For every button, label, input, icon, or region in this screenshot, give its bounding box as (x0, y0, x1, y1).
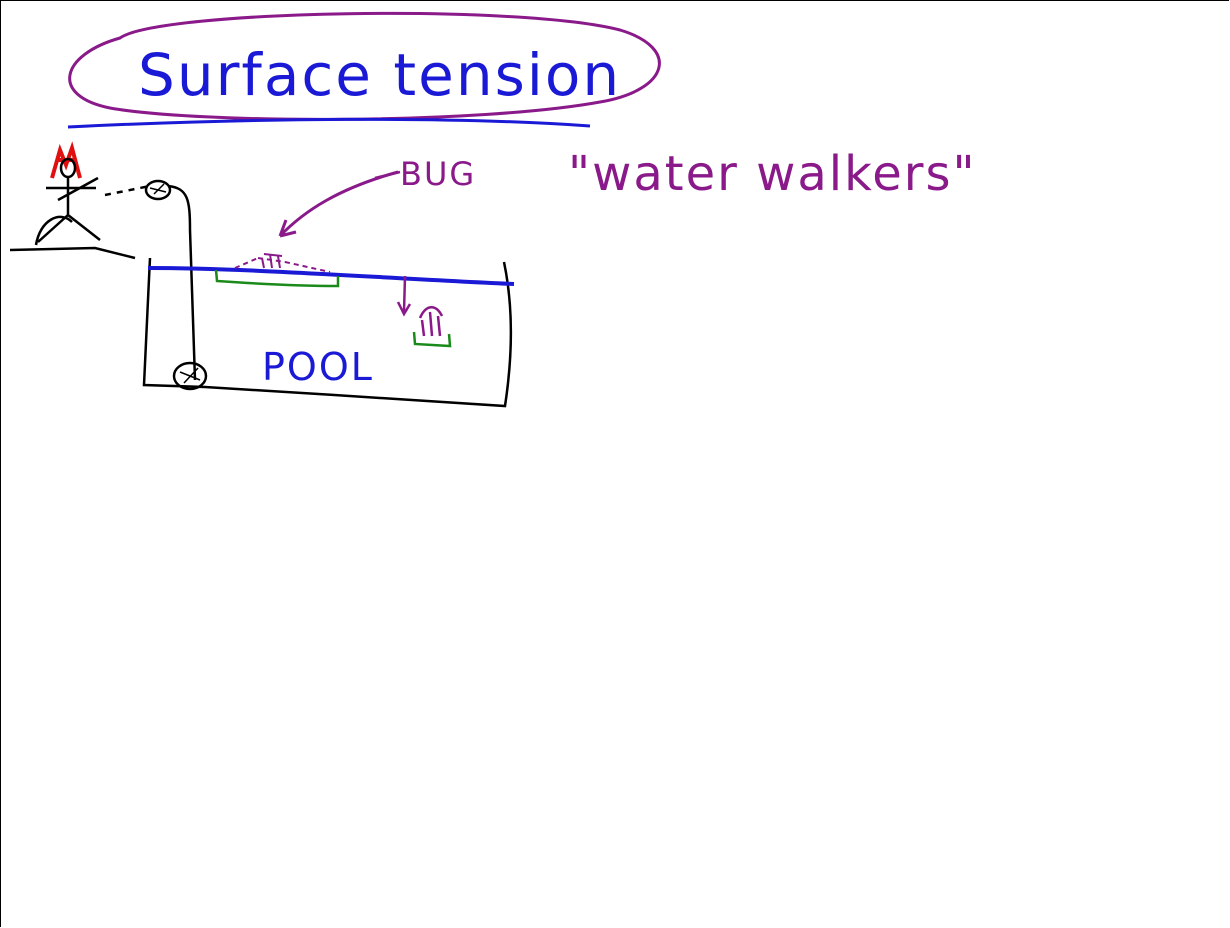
bug-label: BUG (400, 155, 476, 193)
pool-label: POOL (262, 345, 374, 389)
person-leg-curve (34, 215, 73, 246)
rock-fall-path (167, 184, 197, 381)
person-hair (50, 141, 82, 179)
surface-bracket (214, 269, 340, 288)
title-text: Surface tension (138, 41, 621, 109)
ground-line (9, 246, 136, 260)
person-body (37, 176, 101, 243)
pool-outline (142, 257, 513, 408)
stick-person (34, 141, 101, 246)
bug-on-surface (234, 253, 331, 273)
title-underline (67, 117, 591, 129)
rock-top (144, 179, 172, 201)
water-surface (147, 266, 515, 286)
rock-bottom (172, 361, 208, 391)
title-oval (68, 11, 661, 121)
bug-sunken (418, 306, 444, 337)
person-head (59, 157, 77, 179)
bug-arrow (278, 170, 399, 238)
throw-path (104, 184, 151, 197)
water-walkers-label: "water walkers" (568, 146, 977, 202)
sunken-bracket (412, 331, 452, 348)
sink-arrow (396, 275, 412, 317)
bug-label-lead (374, 170, 401, 180)
